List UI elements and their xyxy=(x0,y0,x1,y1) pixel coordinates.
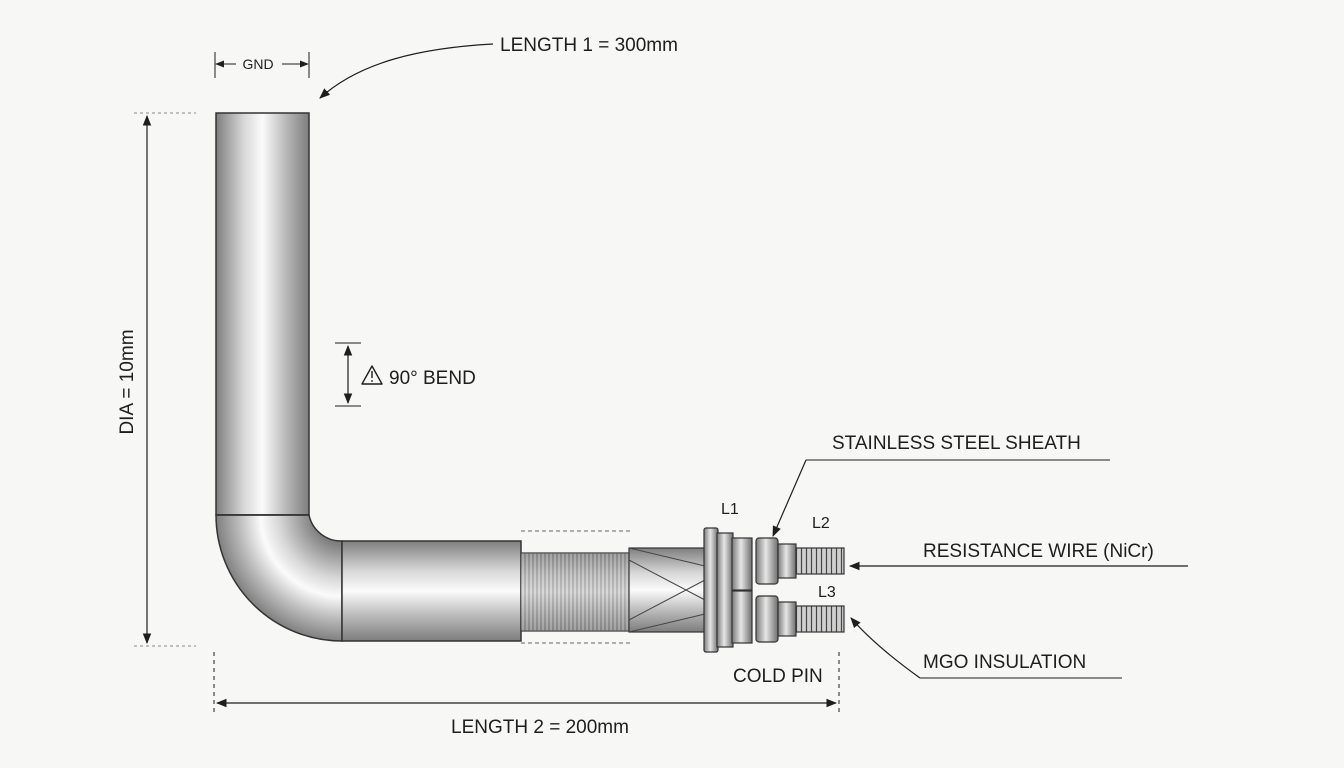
length2-label: LENGTH 2 = 200mm xyxy=(451,717,629,738)
length1-label: LENGTH 1 = 300mm xyxy=(500,35,678,56)
mgo-callout: MGO INSULATION xyxy=(850,617,1122,679)
sheath-callout: STAINLESS STEEL SHEATH xyxy=(772,433,1110,537)
gnd-dimension: GND xyxy=(214,52,310,78)
dia-label: DIA = 10mm xyxy=(117,329,138,434)
mounting-flange xyxy=(703,527,719,653)
mgo-label: MGO INSULATION xyxy=(923,652,1086,673)
length2-dimension: LENGTH 2 = 200mm xyxy=(213,652,840,738)
resistance-wire-label: RESISTANCE WIRE (NiCr) xyxy=(923,541,1154,562)
l1-label: L1 xyxy=(721,501,739,518)
bend-label: 90° BEND xyxy=(389,368,476,389)
resistance-wire-callout: RESISTANCE WIRE (NiCr) xyxy=(848,541,1188,571)
l2-label: L2 xyxy=(812,515,830,532)
cold-pin-label: COLD PIN xyxy=(733,666,823,687)
length1-callout: LENGTH 1 = 300mm xyxy=(319,35,678,99)
bend-callout: 90° BEND xyxy=(335,342,476,407)
sheath-label: STAINLESS STEEL SHEATH xyxy=(832,433,1081,454)
tube-bend-section xyxy=(215,514,343,642)
vertical-tube-section xyxy=(215,112,310,516)
terminal-l2 xyxy=(755,537,845,585)
l3-label: L3 xyxy=(818,584,836,601)
threaded-fitting xyxy=(520,530,630,644)
cold-pin-housing xyxy=(628,527,753,653)
warning-icon xyxy=(361,365,383,385)
terminal-l3 xyxy=(755,595,845,643)
dia-dimension: DIA = 10mm xyxy=(117,112,196,647)
horizontal-tube-section xyxy=(341,540,522,642)
gnd-label: GND xyxy=(242,56,273,72)
